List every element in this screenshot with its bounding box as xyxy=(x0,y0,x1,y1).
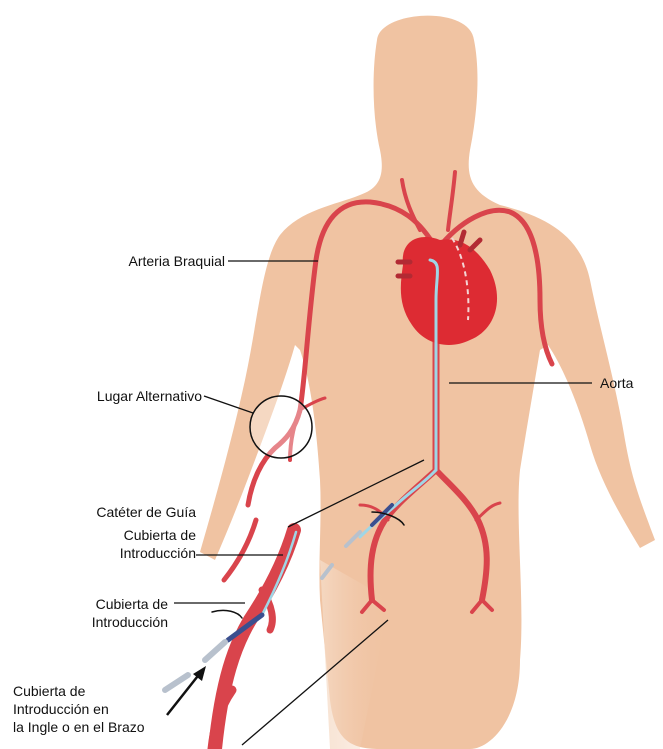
label-alternate: Lugar Alternativo xyxy=(97,387,202,405)
label-sheath-1: Cubierta de Introducción xyxy=(120,526,196,562)
label-brachial: Arteria Braquial xyxy=(129,252,226,270)
human-torso-silhouette xyxy=(200,16,655,749)
label-sheath-2-line-2: Introducción xyxy=(92,613,168,631)
label-sheath-3-line-2: Introducción en xyxy=(13,700,145,718)
label-sheath-2-line-1: Cubierta de xyxy=(92,595,168,613)
label-aorta: Aorta xyxy=(600,374,633,392)
label-sheath-3-line-3: la Ingle o en el Brazo xyxy=(13,718,145,736)
alternate-site-circle xyxy=(250,396,312,458)
label-sheath-2: Cubierta de Introducción xyxy=(92,595,168,631)
label-sheath-1-line-1: Cubierta de xyxy=(120,526,196,544)
label-guide-catheter: Catéter de Guía xyxy=(96,503,196,521)
label-sheath-1-line-2: Introducción xyxy=(120,544,196,562)
label-sheath-3-line-1: Cubierta de xyxy=(13,682,145,700)
label-sheath-3: Cubierta de Introducción en la Ingle o e… xyxy=(13,682,145,736)
